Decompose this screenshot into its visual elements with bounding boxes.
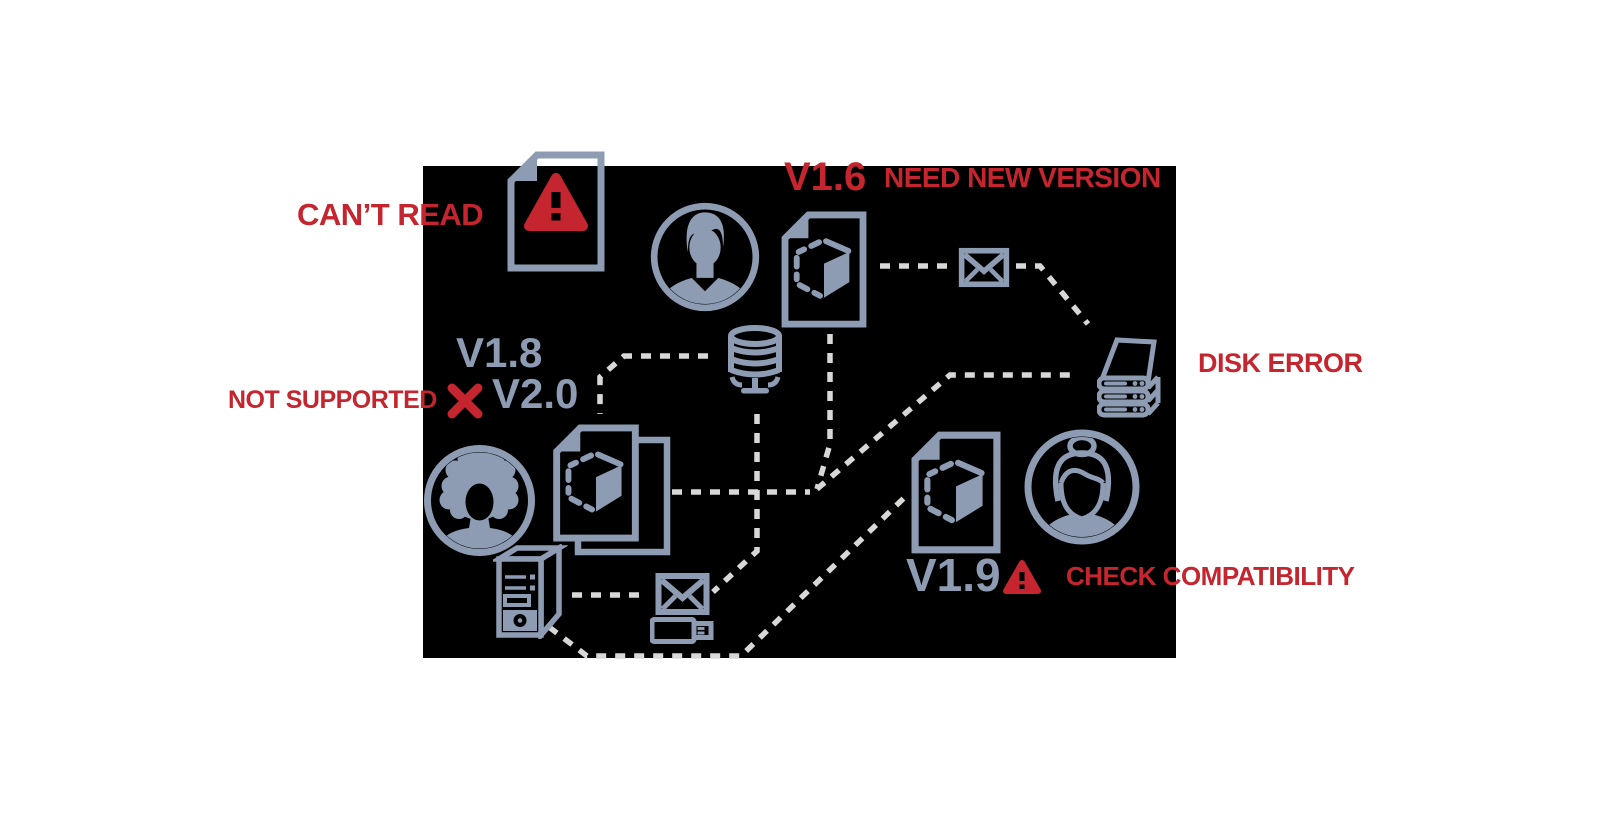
connector-database-to-mail <box>711 414 760 595</box>
model-file-v19-icon <box>915 435 997 550</box>
version-1-9-label: V1.9 <box>906 549 1001 601</box>
cant-read-label: CAN’T READ <box>297 197 484 232</box>
connector-file-down <box>814 334 833 490</box>
dotted-connections <box>547 263 1091 659</box>
check-compatibility-label: CHECK COMPATIBILITY <box>1066 561 1355 591</box>
version-1-8-label: V1.8 <box>456 329 543 376</box>
version-1-6-label: V1.6 <box>784 155 867 199</box>
disk-error-label: DISK ERROR <box>1198 348 1363 378</box>
mail-icon-top <box>962 251 1007 285</box>
mail-icon-bottom <box>659 576 707 612</box>
usb-drive-icon <box>652 620 711 642</box>
connector-mail-to-server <box>1016 263 1091 326</box>
documents-stack-icon <box>557 428 667 552</box>
version-2-0-label: V2.0 <box>492 370 579 417</box>
tower-pc-icon <box>499 548 559 635</box>
need-new-version-label: NEED NEW VERSION <box>884 162 1161 193</box>
connector-database-to-documents <box>597 353 708 414</box>
connector-junction-to-server <box>815 372 1074 492</box>
not-supported-label: NOT SUPPORTED <box>228 386 437 414</box>
connector-tower-to-file <box>547 495 907 659</box>
model-file-v16-icon <box>785 215 863 324</box>
